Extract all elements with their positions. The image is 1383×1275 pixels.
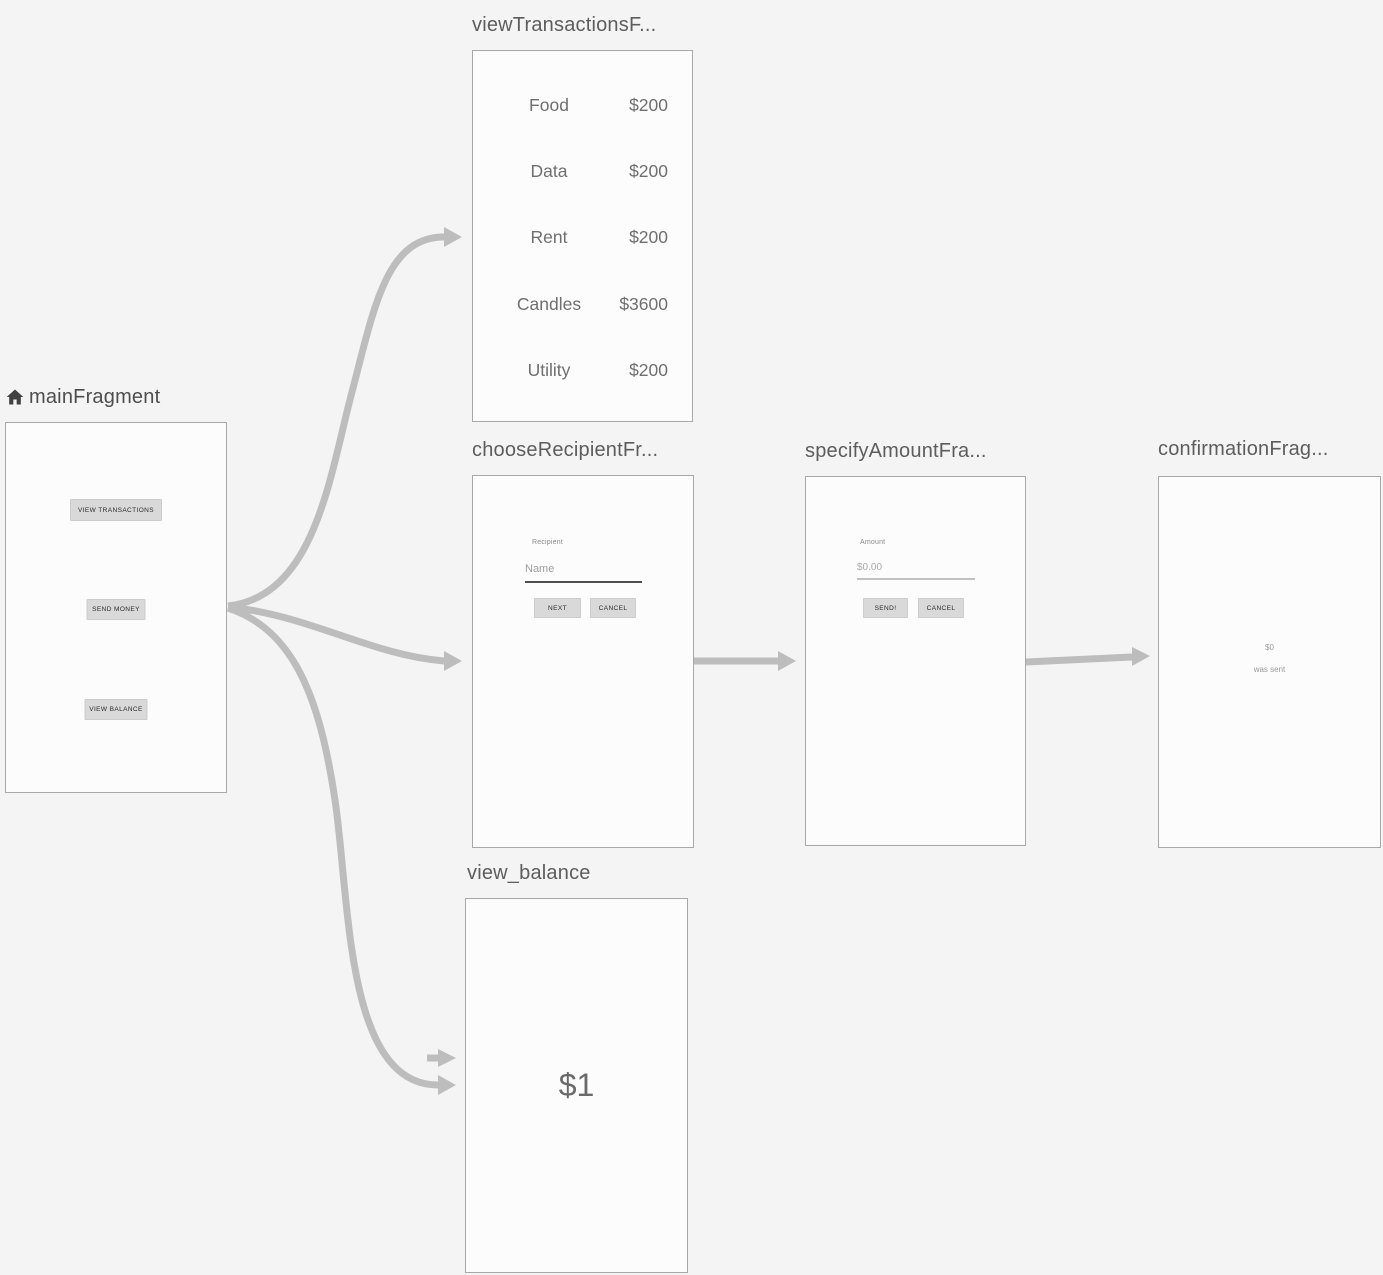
transaction-row: Food $200 (473, 72, 692, 138)
transaction-label: Rent (530, 227, 568, 248)
arrowhead-specify-amount (778, 651, 796, 671)
amount-field-label: Amount (860, 539, 886, 546)
fragment-preview-main[interactable]: VIEW TRANSACTIONS SEND MONEY VIEW BALANC… (5, 422, 227, 793)
fragment-preview-specify-amount[interactable]: Amount $0.00 SEND! CANCEL (805, 476, 1026, 846)
transaction-amount: $3600 (619, 293, 668, 314)
transaction-row: Data $200 (473, 138, 692, 204)
fragment-preview-view-balance[interactable]: $1 (465, 898, 688, 1273)
fragment-title-view-balance[interactable]: view_balance (467, 860, 591, 886)
fragment-title-label-view-balance: view_balance (467, 861, 591, 884)
transaction-amount: $200 (629, 94, 668, 115)
transactions-list: Food $200 Data $200 Rent $200 Candles $3… (473, 51, 692, 421)
fragment-title-specify-amount[interactable]: specifyAmountFra... (805, 438, 987, 464)
preview-button-cancel-amount: CANCEL (918, 598, 964, 618)
transaction-row: Candles $3600 (473, 271, 692, 337)
transaction-label: Data (530, 161, 568, 182)
fragment-title-main[interactable]: mainFragment (5, 384, 160, 410)
confirmation-amount-text: $0 (1265, 643, 1274, 652)
arrowhead-view-balance (438, 1075, 456, 1095)
transaction-row: Rent $200 (473, 205, 692, 271)
fragment-preview-confirmation[interactable]: $0 was sent (1158, 476, 1381, 848)
preview-button-view-balance: VIEW BALANCE (84, 699, 148, 720)
amount-input-underline (857, 578, 975, 580)
fragment-preview-view-transactions[interactable]: Food $200 Data $200 Rent $200 Candles $3… (472, 50, 693, 422)
arrowhead-confirmation (1132, 647, 1150, 666)
balance-amount-text: $1 (558, 1067, 595, 1103)
fragment-title-label-view-transactions: viewTransactionsF... (472, 13, 657, 36)
confirmation-was-sent-text: was sent (1253, 665, 1286, 674)
action-arrow-main-to-view-balance[interactable] (226, 604, 439, 1089)
fragment-title-label-choose-recipient: chooseRecipientFr... (472, 438, 659, 461)
fragment-title-view-transactions[interactable]: viewTransactionsF... (472, 12, 656, 38)
amount-input: $0.00 (857, 562, 883, 573)
arrowhead-choose-recipient (444, 651, 462, 671)
preview-button-send-money: SEND MONEY (86, 599, 146, 620)
home-icon (6, 389, 24, 405)
fragment-title-label-confirmation: confirmationFrag... (1158, 437, 1329, 460)
preview-button-send: SEND! (863, 598, 908, 618)
preview-button-next: NEXT (534, 598, 581, 618)
recipient-field-label: Recipient (532, 539, 563, 546)
transaction-label: Utility (527, 360, 571, 381)
preview-button-cancel-recipient: CANCEL (590, 598, 636, 618)
arrowhead-view-transactions (444, 227, 462, 247)
fragment-title-label-main: mainFragment (29, 385, 161, 408)
transaction-amount: $200 (629, 227, 668, 248)
arrowhead-view-balance-stub (438, 1049, 456, 1067)
recipient-name-input: Name (525, 563, 555, 575)
transaction-label: Candles (516, 293, 582, 314)
recipient-input-underline (525, 581, 642, 583)
transaction-amount: $200 (629, 161, 668, 182)
transaction-row: Utility $200 (473, 338, 692, 404)
fragment-title-label-specify-amount: specifyAmountFra... (805, 439, 987, 462)
fragment-title-choose-recipient[interactable]: chooseRecipientFr... (472, 437, 658, 463)
action-arrow-specify-amount-to-confirmation[interactable] (1025, 653, 1133, 666)
transaction-label: Food (529, 94, 569, 115)
fragment-preview-choose-recipient[interactable]: Recipient Name NEXT CANCEL (472, 475, 694, 848)
action-arrow-main-to-view-transactions[interactable] (227, 233, 445, 610)
preview-button-view-transactions: VIEW TRANSACTIONS (70, 499, 162, 521)
fragment-title-confirmation[interactable]: confirmationFrag... (1158, 436, 1329, 462)
transaction-amount: $200 (629, 360, 668, 381)
action-arrow-main-to-choose-recipient[interactable] (227, 603, 445, 665)
